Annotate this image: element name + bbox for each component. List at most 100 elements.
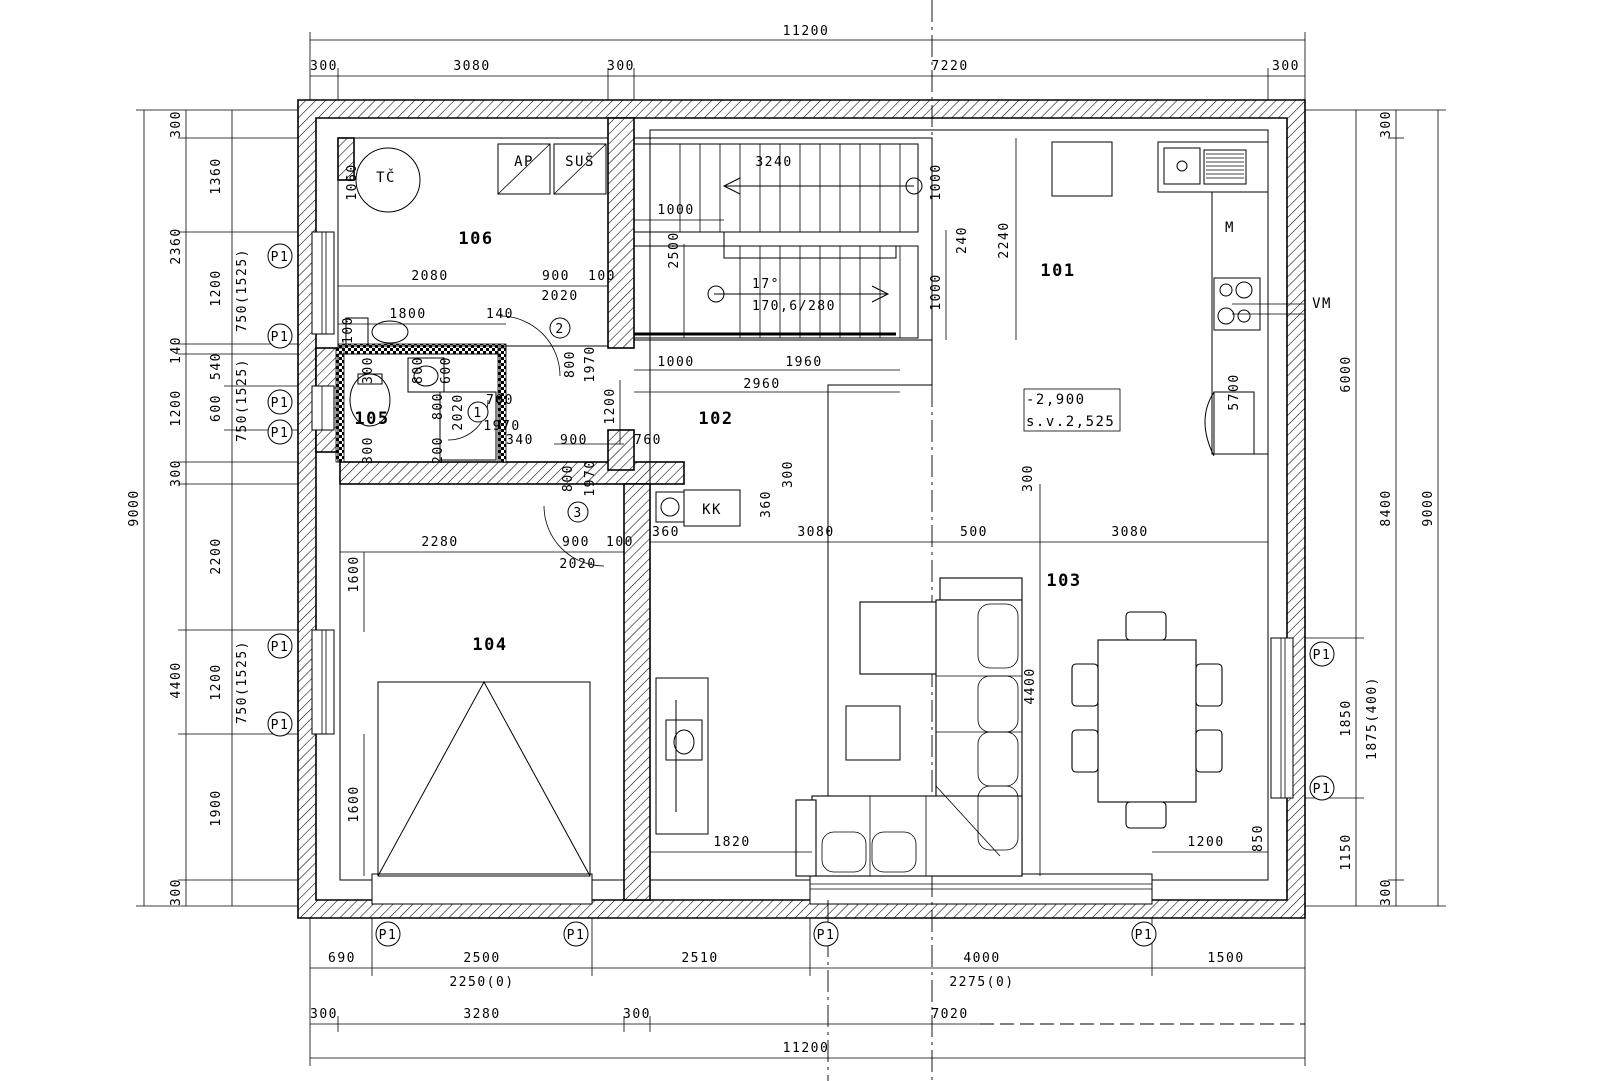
washer [497, 143, 551, 195]
dim-text: 4000 [963, 951, 1000, 966]
window-tag: P1 [271, 330, 290, 345]
dim-text: 140 [169, 336, 184, 364]
dim-text: 2360 [169, 227, 184, 264]
staircase [633, 143, 923, 339]
label-stair-spec: 170,6/280 [752, 299, 836, 314]
window-tag: P1 [1313, 782, 1332, 797]
window-tag: P1 [567, 928, 586, 943]
dim-text: 3080 [453, 59, 490, 74]
dim-text: 800 [561, 464, 576, 492]
door-marker-1: 1 [473, 406, 482, 421]
dim-text: 5700 [1227, 373, 1242, 410]
heat-pump [355, 147, 421, 213]
dim-text: 300 [1379, 110, 1394, 138]
label-sus: SUŠ [565, 152, 595, 170]
window-tag: P1 [1313, 648, 1332, 663]
tv-console [655, 677, 709, 835]
dim-text: 6000 [1339, 355, 1354, 392]
dim-text: 8400 [1379, 489, 1394, 526]
window-markers: P1 P1 P1 P1 P1 P1 P1 P1 P1 P1 P1 P1 [267, 243, 1335, 947]
dim-text: 2020 [559, 557, 596, 572]
dryer [553, 143, 607, 195]
dim-text: 2510 [681, 951, 718, 966]
dim-text: 2240 [997, 221, 1012, 258]
dim-text: 700 [486, 393, 514, 408]
dim-text: 100 [588, 269, 616, 284]
dim-text: 300 [781, 460, 796, 488]
dim-text: 900 [562, 535, 590, 550]
dim-text: 1600 [347, 785, 362, 822]
dim-text: 100 [341, 316, 356, 344]
dim-text: 2500 [463, 951, 500, 966]
dim-text: 11200 [783, 24, 830, 39]
room-105: 105 [354, 409, 389, 429]
window-tag: P1 [379, 928, 398, 943]
wall-stair-left [607, 117, 635, 349]
dim-text: 360 [652, 525, 680, 540]
dim-text: 1000 [657, 355, 694, 370]
dim-text: 1600 [347, 555, 362, 592]
dim-text: 1875(400) [1365, 676, 1380, 760]
dim-text: 800 [411, 356, 426, 384]
window-tag: P1 [271, 250, 290, 265]
dimension-texts: 11200 300 3080 300 7220 300 690 2500 251… [127, 24, 1436, 1056]
label-ap: AP [514, 154, 534, 170]
room-103: 103 [1046, 571, 1081, 591]
dim-text: 300 [607, 59, 635, 74]
label-m: M [1225, 220, 1235, 236]
dim-text: 3240 [755, 155, 792, 170]
door-marker-2: 2 [555, 322, 564, 337]
dim-text: 800 [431, 392, 446, 420]
dim-text: 4400 [1023, 667, 1038, 704]
dim-text: 1500 [1207, 951, 1244, 966]
label-stair-angle: 17° [752, 277, 780, 292]
dim-text: 300 [623, 1007, 651, 1022]
room-102: 102 [698, 409, 733, 429]
dim-text: 2960 [743, 377, 780, 392]
dim-text: 1000 [929, 163, 944, 200]
dim-text: 200 [431, 436, 446, 464]
dim-text: 2250(0) [449, 975, 514, 990]
dim-text: 1200 [603, 387, 618, 424]
chimney [655, 491, 685, 523]
dim-text: 1360 [209, 157, 224, 194]
window-tag: P1 [271, 718, 290, 733]
dim-text: 300 [310, 1007, 338, 1022]
dim-text: 7220 [931, 59, 968, 74]
dining-set [1071, 611, 1223, 829]
furniture [345, 141, 1269, 877]
dim-text: 800 [563, 350, 578, 378]
fridge [1051, 141, 1113, 197]
dim-text: 1820 [713, 835, 750, 850]
label-vm: VM [1312, 296, 1332, 312]
dim-text: 1960 [785, 355, 822, 370]
dim-text: 300 [169, 878, 184, 906]
dim-text: 900 [560, 433, 588, 448]
garage-door-zone [377, 681, 591, 877]
dim-text: 340 [506, 433, 534, 448]
dim-text: 300 [361, 436, 376, 464]
coffee-table [845, 705, 901, 761]
dim-text: 9000 [1421, 489, 1436, 526]
sofa [795, 577, 1023, 877]
dim-text: 500 [960, 525, 988, 540]
dim-text: 2500 [667, 231, 682, 268]
door-marker-3: 3 [573, 506, 582, 521]
dim-text: 1000 [929, 273, 944, 310]
label-tc: TČ [376, 168, 396, 186]
dim-text: 3080 [797, 525, 834, 540]
label-level: -2,900 [1026, 392, 1086, 408]
dim-text: 4400 [169, 661, 184, 698]
dim-text: 2280 [421, 535, 458, 550]
dim-text: 300 [1272, 59, 1300, 74]
dim-text: 300 [1021, 464, 1036, 492]
walls [297, 99, 1306, 919]
dim-text: 3080 [1111, 525, 1148, 540]
dim-text: 1970 [483, 419, 520, 434]
dim-text: 1200 [209, 663, 224, 700]
dim-text: 600 [439, 356, 454, 384]
dim-text: 1150 [1339, 833, 1354, 870]
wall-105-right [607, 429, 635, 471]
label-sv: s.v.2,525 [1026, 414, 1115, 430]
